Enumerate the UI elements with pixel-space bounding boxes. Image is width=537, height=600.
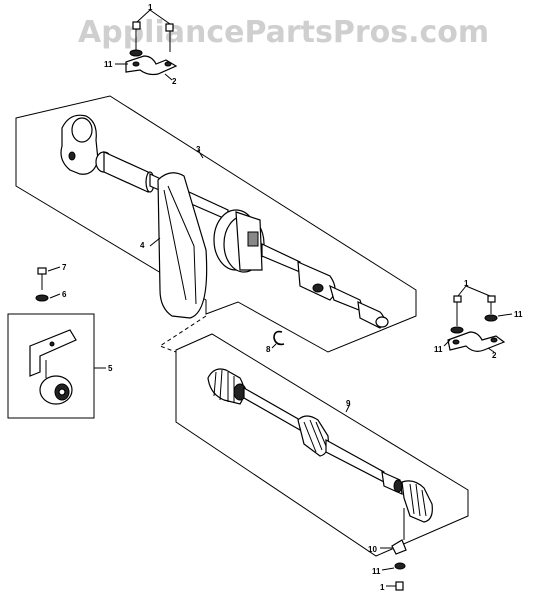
upper-shaft-outline [15,95,417,353]
label-right-screw: 1 [464,279,469,288]
snap-ring [271,330,285,349]
label-bottom-washer-10: 10 [368,545,377,554]
watermark-text: AppliancePartsPros.com [78,15,489,50]
label-right-washer-right: 11 [514,310,523,319]
label-washer-6: 6 [62,290,67,299]
label-bottom-screw-1: 1 [380,583,385,592]
label-snap-ring: 8 [266,345,271,354]
label-upper-shaft: 3 [196,145,201,154]
label-top-washer: 11 [104,60,113,69]
right-bracket-assembly [443,285,513,353]
label-right-washer-left: 11 [434,345,443,354]
top-bracket-assembly [115,9,178,81]
label-bottom-washer-11: 11 [372,567,381,576]
lower-shaft-outline [175,333,469,557]
pulley-bracket-box [7,313,95,419]
label-pulley-bracket: 5 [108,364,113,373]
label-screw-7: 7 [62,263,67,272]
leader-dashed-1 [158,315,207,353]
label-lower-shaft: 9 [346,399,351,408]
lower-shaft-parts [207,368,433,523]
upper-shaft-parts [60,114,389,329]
screw-and-washer-left [35,266,61,302]
pulley-bracket-parts [29,329,106,405]
bottom-fasteners [380,508,407,591]
label-belt: 4 [140,241,145,250]
label-top-clamp: 2 [172,77,177,86]
drive-belt [149,172,208,319]
label-top-screw: 1 [148,3,153,12]
label-right-clamp: 2 [492,351,497,360]
